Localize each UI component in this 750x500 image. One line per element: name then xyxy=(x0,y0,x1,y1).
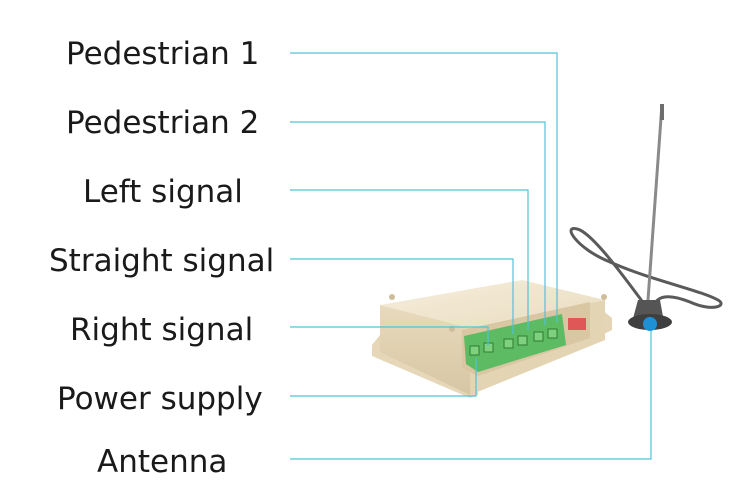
label-pedestrian-1: Pedestrian 1 xyxy=(66,36,260,72)
label-left-signal: Left signal xyxy=(83,174,243,210)
terminal-screw xyxy=(469,345,480,356)
leader-lines xyxy=(290,52,652,460)
leader-antenna xyxy=(290,331,652,460)
leader-right-signal xyxy=(290,326,489,346)
label-pedestrian-2: Pedestrian 2 xyxy=(66,105,260,141)
antenna-whip xyxy=(646,103,664,301)
screw-hole xyxy=(389,294,395,300)
terminal-block xyxy=(464,314,566,372)
leader-power-supply xyxy=(290,358,477,397)
label-power-supply: Power supply xyxy=(57,381,263,417)
relay-module xyxy=(372,280,612,398)
leader-straight-signal xyxy=(290,258,514,334)
terminal-screw xyxy=(503,338,514,349)
dip-switch xyxy=(568,318,586,330)
antenna-base-light xyxy=(643,317,657,331)
leader-pedestrian-2 xyxy=(290,121,546,325)
terminal-screw xyxy=(517,335,528,346)
screw-hole xyxy=(601,294,607,300)
label-straight-signal: Straight signal xyxy=(49,243,275,279)
terminal-screw xyxy=(533,331,544,342)
label-right-signal: Right signal xyxy=(70,312,254,348)
terminal-screw xyxy=(547,328,558,339)
leader-left-signal xyxy=(290,189,529,330)
label-antenna: Antenna xyxy=(97,444,228,480)
enclosure-top xyxy=(380,280,605,328)
antenna xyxy=(569,103,723,331)
leader-pedestrian-1 xyxy=(290,52,558,322)
